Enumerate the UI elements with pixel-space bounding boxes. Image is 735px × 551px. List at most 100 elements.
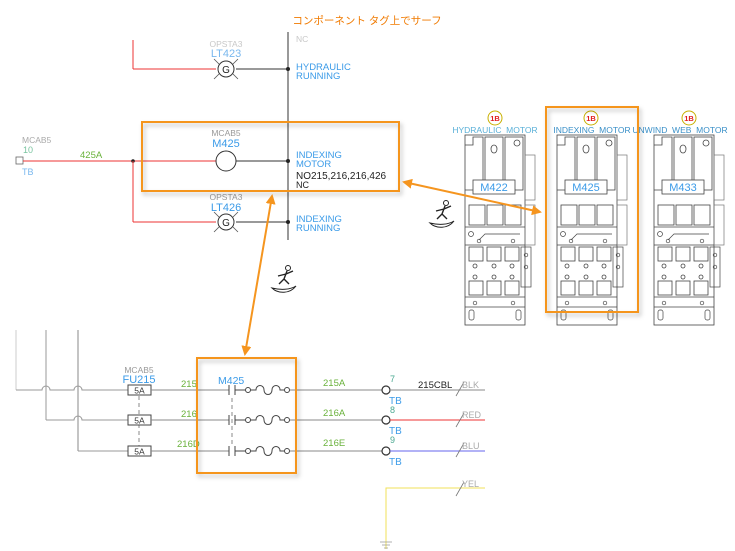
pilot-light-lt426[interactable]: G OPSTA3 LT426: [210, 192, 243, 233]
pilot-light-letter: G: [222, 218, 230, 229]
conductor-label: YEL: [462, 479, 479, 489]
terminal-number: 9: [390, 435, 395, 445]
starter-drawing: [556, 134, 628, 326]
terminal-symbol[interactable]: [15, 156, 24, 165]
terminal-8[interactable]: 8 TB: [381, 405, 402, 437]
conductor-label: BLK: [462, 380, 479, 390]
terminal-symbol: [381, 385, 391, 395]
starter-badge: 1B: [586, 114, 596, 123]
light-rays-icon: [213, 211, 239, 233]
device-tag: LT423: [211, 48, 241, 60]
desc-line-2: MOTOR: [296, 159, 331, 170]
starter-title: HYDRAULIC MOTOR: [452, 125, 537, 135]
starter-tag: M422: [480, 182, 508, 194]
device-tag: LT426: [211, 202, 241, 214]
nc-contacts: NC: [296, 180, 309, 190]
desc-line-2: RUNNING: [296, 71, 340, 82]
conductor-label: BLU: [462, 441, 480, 451]
surf-arrow-vertical: [241, 194, 276, 356]
junction-dot: [286, 67, 290, 71]
pilot-light-lt423[interactable]: G OPSTA3 LT423: [210, 39, 243, 80]
contactor-m425-contacts[interactable]: M425: [218, 375, 290, 456]
banner-title: コンポーネント タグ上でサーフ: [292, 14, 441, 27]
contact-row: [228, 385, 290, 395]
wire: [16, 385, 128, 391]
device-tag: FU215: [122, 374, 155, 386]
device-ref: OPSTA3: [210, 192, 243, 202]
starter-m433[interactable]: M433 UNWIND WEB MOTOR 1B: [632, 110, 728, 326]
junction-dot: [286, 220, 290, 224]
terminal-label: TB: [389, 396, 402, 407]
starter-badge: 1B: [490, 114, 500, 123]
starter-title: INDEXING MOTOR: [553, 125, 630, 135]
badge-ring: [487, 110, 503, 126]
terminal-number: 8: [390, 405, 395, 415]
no-contacts: NO215,216,216,426: [296, 171, 387, 182]
tag-box: [661, 179, 705, 195]
device-tag: M425: [212, 138, 240, 150]
terminal-label: TB: [389, 426, 402, 437]
wire-number: 216E: [323, 438, 345, 449]
wire: [46, 415, 128, 421]
starter-tag: M425: [572, 182, 600, 194]
desc-line-1: HYDRAULIC: [296, 62, 351, 73]
coil-symbol: [215, 150, 237, 172]
badge-ring: [681, 110, 697, 126]
contact-tag: M425: [218, 375, 244, 387]
terminal-number: 7: [390, 374, 395, 384]
highlight-box-contacts[interactable]: [196, 357, 297, 474]
junction-dot: [286, 159, 290, 163]
desc-line-1: INDEXING: [296, 214, 342, 225]
starter-badge: 1B: [684, 114, 694, 123]
ground-icon: [380, 541, 392, 549]
terminal-ref: MCAB5: [22, 135, 52, 145]
starter-title: UNWIND WEB MOTOR: [632, 125, 727, 135]
wire-label: 425A: [80, 150, 103, 161]
pilot-light-letter: G: [222, 65, 230, 76]
device-ref: OPSTA3: [210, 39, 243, 49]
cable-label: 215CBL: [418, 380, 452, 391]
starter-tag: M433: [669, 182, 697, 194]
terminal-label: TB: [389, 457, 402, 468]
terminal-symbol: [381, 415, 391, 425]
desc-line-2: RUNNING: [296, 223, 340, 234]
terminal-symbol: [381, 446, 391, 456]
terminal-number: 10: [23, 145, 33, 155]
terminal-label: TB: [22, 167, 34, 177]
conductor-yel: [385, 487, 485, 549]
surf-arrow-horizontal: [402, 178, 542, 216]
nc-label: NC: [296, 34, 308, 44]
light-rays-icon: [213, 58, 239, 80]
cable-tick: [455, 381, 465, 497]
desc-line-1: INDEXING: [296, 150, 342, 161]
starter-m422[interactable]: M422 HYDRAULIC MOTOR 1B: [452, 110, 538, 326]
bottom-schematic: MCAB5 FU215 5A 5A 5A 215 216 216D M425: [15, 330, 485, 549]
wire-number: 216D: [177, 439, 200, 450]
starter-drawing: [464, 134, 536, 326]
motor-coil-m425[interactable]: MCAB5 M425: [211, 128, 241, 172]
pilot-light-symbol: [217, 213, 235, 231]
highlight-box-coil[interactable]: [141, 121, 400, 192]
contact-row: [228, 415, 290, 425]
device-ref: MCAB5: [211, 128, 241, 138]
panel-layout: M422 HYDRAULIC MOTOR 1B M425 INDEXING MO…: [452, 106, 728, 326]
fuse-rating: 5A: [134, 386, 145, 396]
conductor-label: RED: [462, 410, 482, 420]
top-schematic: G OPSTA3 LT423 NC HYDRAULIC RUNNING MCAB…: [0, 32, 400, 240]
wire-number: 216A: [323, 408, 346, 419]
terminal-9[interactable]: 9 TB: [381, 435, 402, 468]
fuse-rating: 5A: [134, 447, 145, 457]
badge-ring: [583, 110, 599, 126]
wire-number: 216: [181, 409, 197, 420]
fuse-rating: 5A: [134, 416, 145, 426]
device-ref: MCAB5: [124, 365, 154, 375]
contact-row: [228, 446, 290, 456]
surfer-cursor-icon: [429, 199, 455, 228]
starter-m425[interactable]: M425 INDEXING MOTOR 1B: [553, 110, 631, 326]
tag-box: [564, 179, 608, 195]
pilot-light-symbol: [217, 60, 235, 78]
highlight-box-starter[interactable]: [545, 106, 639, 313]
fuse-fu215[interactable]: MCAB5 FU215 5A 5A 5A: [122, 365, 156, 457]
wire-number: 215: [181, 379, 197, 390]
